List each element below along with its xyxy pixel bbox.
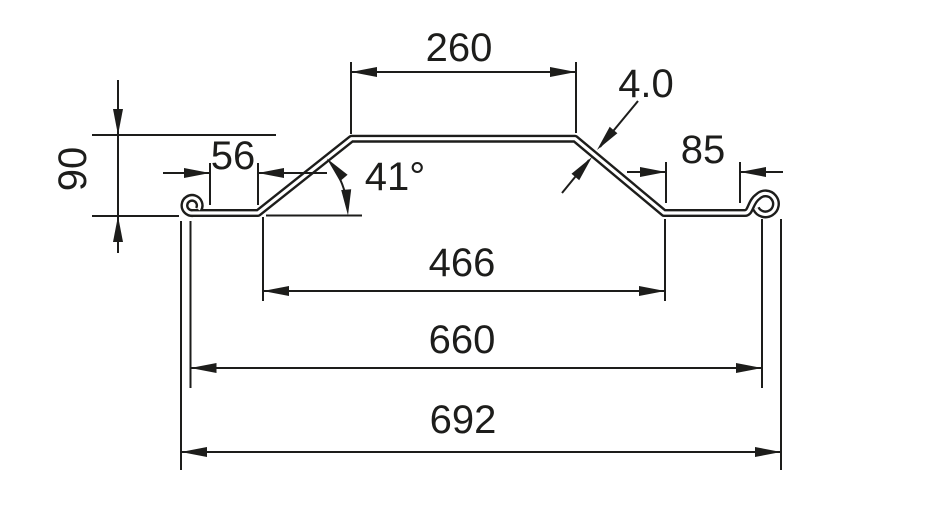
profile-core [182,137,778,216]
dim-90-arrowhead-top [113,109,123,135]
dim-90: 90 [51,80,276,253]
dim-thickness-arrowhead-lower [571,157,592,181]
dim-692-arrowhead-left [181,447,207,457]
dim-angle: 41° [266,155,426,217]
dim-660-arrowhead-right [736,363,762,373]
dim-692-label: 692 [430,398,497,442]
dim-466-arrowhead-left [263,286,289,296]
dim-56-arrowhead-right [258,168,284,178]
dim-angle-arrowhead-upper [326,158,348,182]
dim-85-label: 85 [681,128,726,172]
dim-85-arrowhead-right [740,167,766,177]
dim-466-label: 466 [429,241,496,285]
dim-260-arrowhead-right [550,67,576,77]
dim-692: 692 [180,219,782,470]
dim-thickness-label: 4.0 [618,62,674,106]
dim-angle-arrowhead-lower [341,189,352,216]
dim-692-arrowhead-right [755,447,781,457]
dim-660-arrowhead-left [190,363,217,373]
dim-thickness: 4.0 [561,62,674,194]
dim-90-label: 90 [51,147,95,192]
dim-660: 660 [189,219,763,388]
dim-85-arrowhead-left [640,167,666,177]
dim-85: 85 [627,128,783,203]
dim-660-label: 660 [429,318,496,362]
dim-260-arrowhead-left [351,67,377,77]
dim-56-label: 56 [211,134,256,178]
dim-260: 260 [350,26,577,134]
sheet-pile-profile [180,134,780,219]
dim-466-arrowhead-right [639,286,665,296]
dim-90-arrowhead-bottom [113,216,123,242]
dim-466: 466 [262,217,666,301]
dim-thickness-arrowhead-upper [597,126,618,150]
dim-260-label: 260 [426,26,493,70]
dim-56-arrowhead-left [184,168,210,178]
dim-56: 56 [163,134,327,205]
dim-angle-label: 41° [365,155,426,199]
